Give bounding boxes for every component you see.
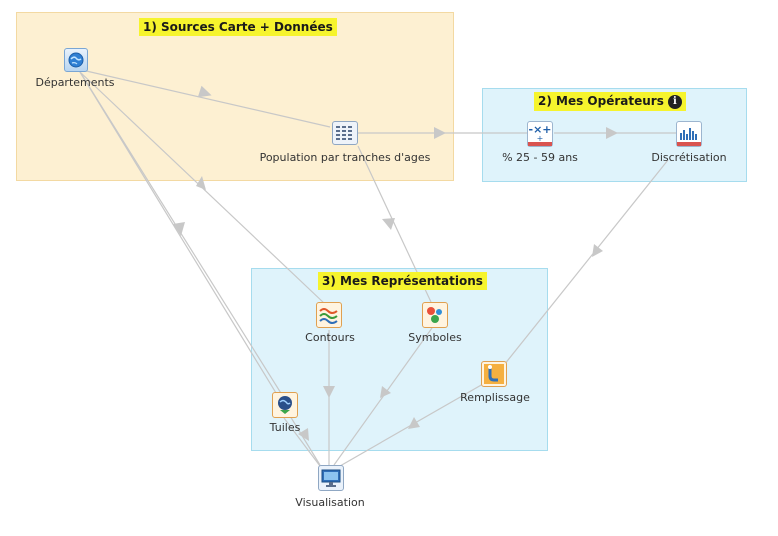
edge-arrow: [197, 85, 212, 98]
group-sources: [16, 12, 454, 181]
contour-lines-icon: [319, 308, 338, 324]
group-title-sources: 1) Sources Carte + Données: [139, 18, 337, 36]
group-title-representations: 3) Mes Représentations: [318, 272, 487, 290]
edge-departements-population: [81, 69, 331, 128]
group-title-operators-text: 2) Mes Opérateurs: [538, 94, 664, 108]
svg-text:-×+: -×+: [529, 123, 552, 136]
edge-arrow: [196, 176, 206, 190]
histogram-icon: [677, 128, 701, 146]
label-discretisation: Discrétisation: [651, 151, 727, 164]
node-population[interactable]: [332, 121, 358, 145]
edge-arrow: [434, 127, 446, 139]
info-icon[interactable]: i: [667, 94, 682, 109]
edge-arrow: [323, 386, 335, 398]
node-visualisation[interactable]: [318, 465, 344, 491]
globe-icon: [68, 52, 84, 68]
monitor-icon: [321, 469, 341, 487]
svg-text:+: +: [537, 134, 544, 143]
tiles-icon: [278, 396, 292, 414]
node-pct[interactable]: -×+ +: [527, 121, 553, 147]
label-departements: Départements: [35, 76, 115, 89]
edge-arrow: [592, 244, 603, 257]
node-symboles[interactable]: [422, 302, 448, 328]
label-tuiles: Tuiles: [269, 421, 301, 434]
label-remplissage: Remplissage: [460, 391, 530, 404]
label-symboles: Symboles: [408, 331, 462, 344]
node-departements[interactable]: [64, 48, 88, 72]
symbols-icon: [427, 307, 442, 323]
edge-departements-tuiles: [79, 71, 285, 399]
edge-arrow: [606, 127, 618, 139]
edge-tuiles-visualisation: [283, 417, 321, 467]
edge-arrow: [408, 417, 420, 429]
group-title-representations-text: 3) Mes Représentations: [322, 274, 483, 288]
group-representations: [251, 268, 548, 451]
edge-arrow: [380, 386, 391, 398]
calculator-icon: -×+ +: [528, 123, 552, 146]
node-discretisation[interactable]: [676, 121, 702, 147]
node-tuiles[interactable]: [272, 392, 298, 418]
label-pct: % 25 - 59 ans: [502, 151, 578, 164]
edge-arrow: [298, 428, 309, 441]
label-visualisation: Visualisation: [295, 496, 365, 509]
edge-arrow: [382, 218, 395, 230]
group-title-sources-text: 1) Sources Carte + Données: [143, 20, 333, 34]
edge-discretisation-remplissage: [495, 159, 669, 376]
label-contours: Contours: [305, 331, 355, 344]
label-population: Population par tranches d'ages: [259, 151, 431, 164]
table-icon: [336, 126, 352, 140]
node-remplissage[interactable]: [481, 361, 507, 387]
node-contours[interactable]: [316, 302, 342, 328]
fill-icon: [484, 364, 504, 384]
